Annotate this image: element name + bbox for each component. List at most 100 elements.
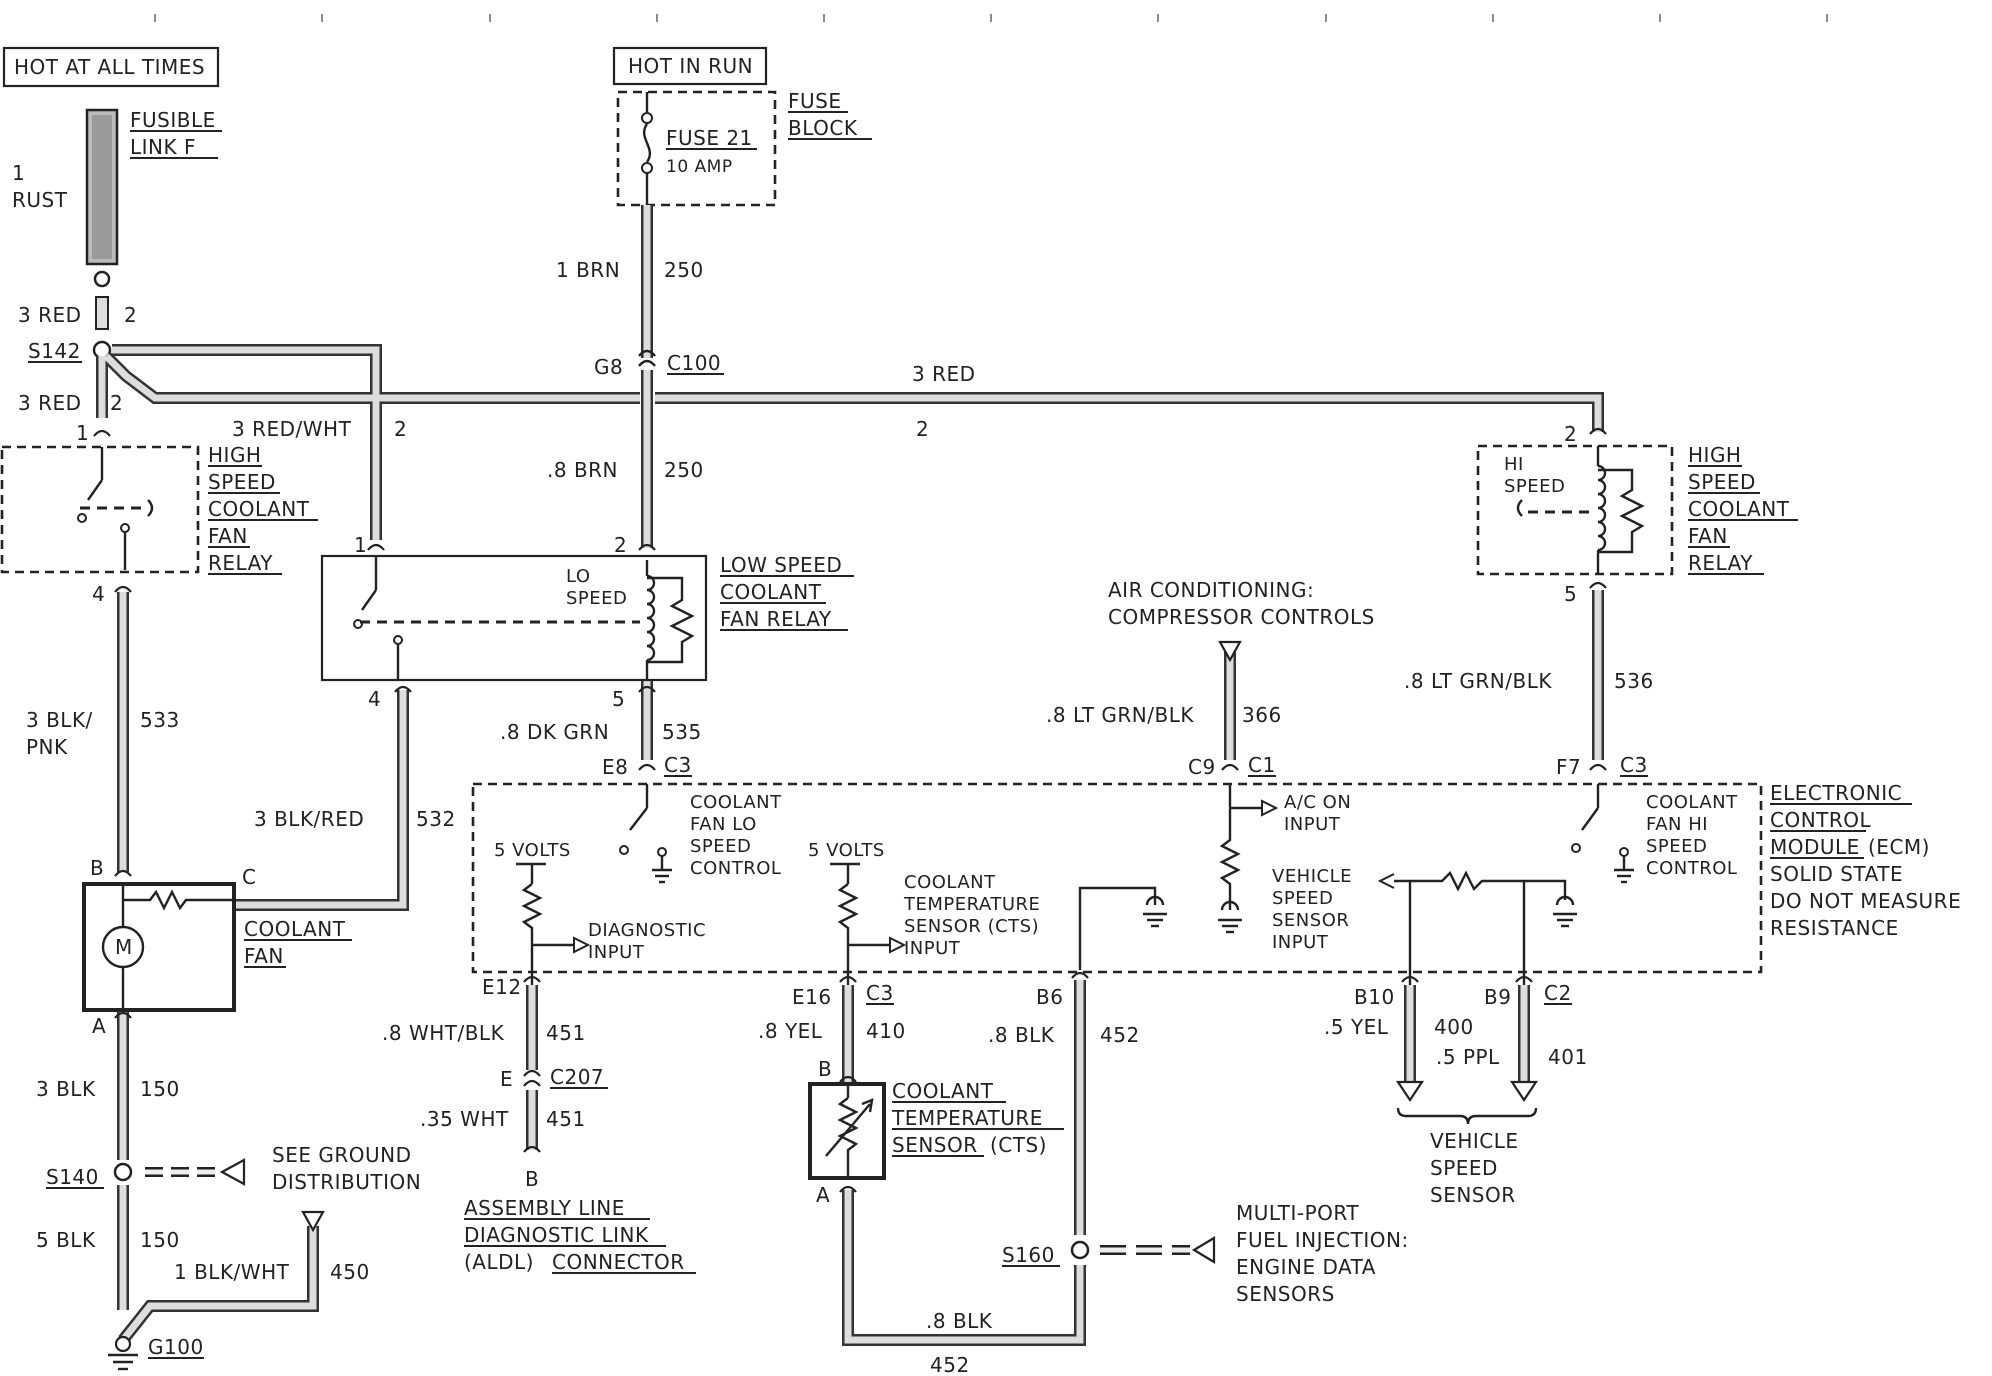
splice-s142: S142 (28, 339, 81, 363)
cts-l2: TEMPERATURE (891, 1106, 1043, 1130)
s160-arrow (1100, 1236, 1216, 1264)
s140-ground-arrow (145, 1158, 246, 1186)
fusible-link-label-1: FUSIBLE (130, 108, 216, 132)
wire-blk-wht: 1 BLK/WHT (174, 1260, 290, 1284)
ground-dist-l2: DISTRIBUTION (272, 1170, 421, 1194)
fusible-link-label-2: LINK F (130, 135, 196, 159)
vss-l3: SENSOR (1430, 1183, 1516, 1207)
hs-right-inner-1: HI (1504, 454, 1524, 475)
wire-blk-red-circuit: 532 (416, 807, 456, 831)
fuse-block-label-1: FUSE (788, 89, 841, 113)
connector-c3-c: C3 (866, 981, 894, 1005)
wire-blk-pnk-2: PNK (26, 735, 68, 759)
connector-b6: B6 (1036, 985, 1063, 1009)
hs-relay-left-box (0, 445, 200, 574)
ecm-l6: RESISTANCE (1770, 916, 1899, 940)
hs-relay-left-switch (77, 447, 154, 570)
hot-at-all-times-box (2, 46, 220, 88)
wire-8-brn: .8 BRN (547, 458, 618, 482)
ecm-vss-in-4: INPUT (1272, 932, 1329, 953)
hs-relay-left-l4: FAN (208, 524, 248, 548)
fusible-color: RUST (12, 188, 68, 212)
ecm-ac-on-2: INPUT (1284, 814, 1341, 835)
ecm-5v-1: 5 VOLTS (494, 840, 571, 861)
ecm-lo-ctrl-4: CONTROL (690, 858, 781, 879)
wire-lt-grn-blk-ac-circuit: 366 (1242, 703, 1282, 727)
hs-relay-right-underline (1688, 465, 1798, 575)
ground-dist-l1: SEE GROUND (272, 1143, 411, 1167)
coolant-fan-motor (101, 884, 234, 1010)
fuse-21 (641, 92, 653, 205)
lo-relay-l1: LOW SPEED (720, 553, 842, 577)
connector-c9: C9 (1188, 755, 1216, 779)
wire-lt-grn-blk-hi-circuit: 536 (1614, 669, 1654, 693)
connector-c207: C207 (550, 1065, 604, 1089)
cts-pin-a: A (816, 1183, 830, 1207)
vss-arrow-400 (1395, 1080, 1425, 1102)
lo-relay-l2: COOLANT (720, 580, 822, 604)
connector-c3-b: C3 (1620, 753, 1648, 777)
coolant-fan-l1: COOLANT (244, 917, 346, 941)
hot-in-run-label: HOT IN RUN (628, 54, 753, 78)
connector-c2: C2 (1544, 981, 1572, 1005)
mpfi-l4: SENSORS (1236, 1282, 1335, 1306)
splice-s160-dot (1070, 1240, 1090, 1260)
hot-in-run-box (612, 46, 768, 86)
splice-s140-dot (113, 1162, 133, 1182)
lo-inner-2: SPEED (566, 588, 627, 609)
mpfi-l2: FUEL INJECTION: (1236, 1228, 1409, 1252)
ecm-l5: DO NOT MEASURE (1770, 889, 1961, 913)
hs-relay-right-box (1476, 444, 1674, 576)
ac-input-arrow (1218, 640, 1242, 663)
vss-l1: VEHICLE (1430, 1129, 1519, 1153)
wire-blk-bottom-circuit: 452 (930, 1353, 970, 1376)
cts-underline (892, 1101, 1064, 1157)
hs-right-inner-2: SPEED (1504, 476, 1565, 497)
ecm-hi-ctrl-1: COOLANT (1646, 792, 1738, 813)
connector-e12: E12 (482, 975, 522, 999)
coolant-fan-motor-m: M (115, 935, 133, 959)
ecm-5v-2: 5 VOLTS (808, 840, 885, 861)
hs-right-pin-5: 5 (1564, 582, 1577, 606)
wire-3-blk-circuit: 150 (140, 1077, 180, 1101)
lo-relay-l3: FAN RELAY (720, 607, 832, 631)
ac-controls-l2: COMPRESSOR CONTROLS (1108, 605, 1375, 629)
fuse-block-box (616, 90, 777, 207)
wire-blk-452: .8 BLK (988, 1023, 1055, 1047)
wire-blk-pnk-1: 3 BLK/ (26, 708, 93, 732)
wire-wht-blk: .8 WHT/BLK (382, 1021, 505, 1045)
ecm-ac-on-1: A/C ON (1284, 792, 1351, 813)
ecm-vss-in-1: VEHICLE (1272, 866, 1352, 887)
cts-l3b: (CTS) (990, 1133, 1047, 1157)
aldl-l2: DIAGNOSTIC LINK (464, 1223, 649, 1247)
ecm-cts-in-2: TEMPERATURE (903, 894, 1040, 915)
aldl-pin-b: B (525, 1167, 539, 1191)
ecm-cts-in-3: SENSOR (CTS) (904, 916, 1039, 937)
vss-brace (1396, 1107, 1538, 1125)
connector-c100: C100 (667, 351, 721, 375)
wire-lt-grn-blk-ac: .8 LT GRN/BLK (1046, 703, 1194, 727)
hs-relay-right-l2: SPEED (1688, 470, 1756, 494)
wire-red-wht: 3 RED/WHT (232, 417, 352, 441)
ecm-cts-in-1: COOLANT (904, 872, 996, 893)
wire-yel-400-circuit: 400 (1434, 1015, 1474, 1039)
wire-yel: .8 YEL (758, 1019, 823, 1043)
ecm-l2: CONTROL (1770, 808, 1872, 832)
ground-g100: G100 (148, 1335, 204, 1359)
wire-ppl-401-circuit: 401 (1548, 1045, 1588, 1069)
wire-ppl-401: .5 PPL (1436, 1045, 1500, 1069)
cts-thermistor (825, 1084, 874, 1178)
lo-inner-1: LO (566, 566, 591, 587)
ecm-hi-ctrl-3: SPEED (1646, 836, 1707, 857)
hs-relay-left-l3: COOLANT (208, 497, 310, 521)
wire-yel-circuit: 410 (866, 1019, 906, 1043)
ecm-box (471, 782, 1763, 974)
mpfi-l3: ENGINE DATA (1236, 1255, 1376, 1279)
connector-c3-a: C3 (664, 753, 692, 777)
ecm-l4: SOLID STATE (1770, 862, 1903, 886)
hs-relay-left-underline (208, 465, 318, 575)
connector-cups (93, 427, 1607, 1193)
ecm-hi-ctrl-2: FAN HI (1646, 814, 1708, 835)
splice-s160: S160 (1002, 1243, 1055, 1267)
lo-relay-internals (353, 556, 695, 680)
